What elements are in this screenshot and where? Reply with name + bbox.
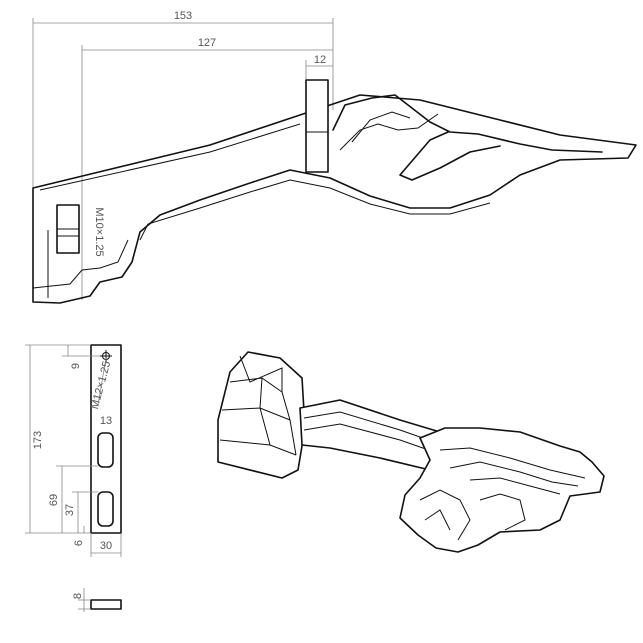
front-view: 173 9 13 69 37 6 30 M12×1.25 (25, 344, 122, 557)
dim-label-30: 30 (100, 540, 112, 552)
bracket-inner-edge (39, 123, 491, 241)
dim-label-153: 153 (174, 10, 192, 22)
side-view: 153 127 12 M10×1.25 (32, 10, 637, 304)
dim-label-173: 173 (32, 431, 44, 449)
leader-m12 (97, 357, 107, 406)
upper-slot (97, 432, 114, 468)
dim-label-8: 8 (72, 593, 84, 599)
dim-label-37: 37 (64, 504, 76, 516)
iso-head (399, 427, 605, 553)
iso-knuckle-facets (219, 355, 297, 456)
dim-label-9: 9 (70, 363, 82, 369)
iso-head-detail (419, 447, 586, 541)
dim-label-13: 13 (100, 415, 112, 427)
dim-label-12: 12 (314, 54, 326, 66)
mount-post (305, 79, 329, 173)
bracket-flange (32, 239, 129, 289)
plate-thickness-outline (90, 599, 122, 610)
dim-label-127: 127 (198, 37, 216, 49)
thread-note-m10: M10×1.25 (93, 207, 105, 256)
pocket-detail (339, 111, 439, 151)
plate-view: 8 (72, 588, 122, 612)
isometric-view (217, 351, 605, 553)
lever-pocket (332, 94, 603, 181)
lower-slot (97, 491, 114, 527)
dim-label-69: 69 (48, 494, 60, 506)
dim-label-6: 6 (73, 540, 85, 546)
